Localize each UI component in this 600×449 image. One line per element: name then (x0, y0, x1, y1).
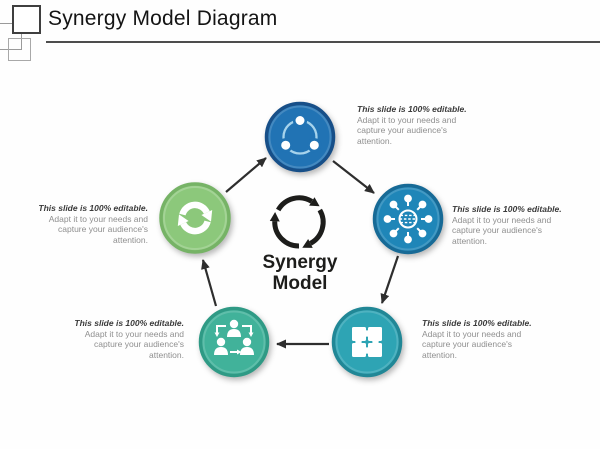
note-bold: This slide is 100% editable. (422, 318, 532, 328)
decor-square-bottom (8, 38, 31, 61)
node-puzzle (331, 306, 403, 378)
note-rest: Adapt it to your needs and capture your … (357, 114, 457, 146)
team-collaboration-icon (214, 319, 254, 355)
note-rest: Adapt it to your needs and capture your … (452, 214, 552, 246)
editable-note-right: This slide is 100% editable. Adapt it to… (452, 204, 564, 246)
note-bold: This slide is 100% editable. (38, 203, 148, 213)
editable-note-bottom-right: This slide is 100% editable. Adapt it to… (422, 318, 534, 360)
note-rest: Adapt it to your needs and capture your … (422, 328, 522, 360)
node-team (198, 306, 270, 378)
decor-square-main (12, 5, 41, 34)
note-bold: This slide is 100% editable. (452, 204, 562, 214)
center-label: Synergy Model (235, 252, 365, 294)
share-network-icon (278, 113, 322, 155)
note-rest: Adapt it to your needs and capture your … (84, 328, 184, 360)
note-bold: This slide is 100% editable. (74, 318, 184, 328)
title-underline (46, 41, 600, 43)
note-bold: This slide is 100% editable. (357, 104, 467, 114)
decor-square-left (0, 23, 22, 50)
arrow-right-to-bottomright (380, 255, 400, 304)
cycle-arrows-icon (264, 195, 334, 257)
editable-note-bottom-left: This slide is 100% editable. Adapt it to… (72, 318, 184, 360)
node-hub-network (372, 183, 444, 255)
note-rest: Adapt it to your needs and capture your … (48, 213, 148, 245)
hub-network-icon (383, 194, 433, 244)
node-share-network (264, 101, 336, 173)
editable-note-top: This slide is 100% editable. Adapt it to… (357, 104, 469, 146)
refresh-arrows-icon (178, 201, 213, 231)
puzzle-pieces-icon (352, 327, 382, 357)
center-label-line1: Synergy (262, 252, 338, 273)
center-label-line2: Model (272, 272, 328, 294)
node-refresh (159, 182, 231, 254)
editable-note-left: This slide is 100% editable. Adapt it to… (36, 203, 148, 245)
arrow-bottomleft-to-left (201, 259, 218, 307)
slide-title: Synergy Model Diagram (48, 7, 278, 30)
